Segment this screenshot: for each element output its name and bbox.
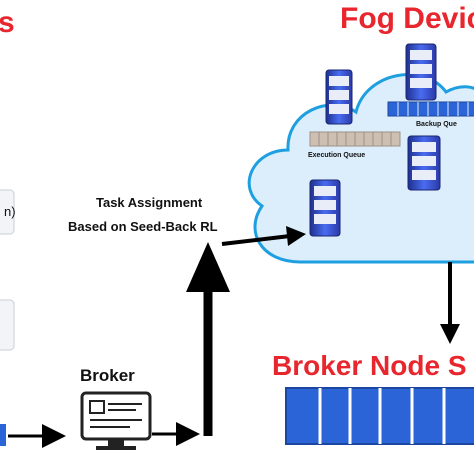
left-title-fragment: s (0, 6, 15, 39)
backup-queue-label: Backup Que (416, 121, 457, 128)
left-device-label: n) (4, 204, 16, 219)
fog-cloud (247, 73, 474, 264)
server-icon (405, 43, 437, 101)
arrow-icon (221, 226, 306, 246)
fog-devices-title: Fog Devic (340, 2, 474, 35)
server-icon (407, 135, 441, 191)
left-device-blue (0, 424, 6, 446)
broker-node-storage (285, 387, 474, 445)
arrow-icon (440, 262, 460, 344)
server-icon (325, 69, 353, 125)
broker-label: Broker (80, 366, 135, 385)
backup-queue (387, 101, 474, 117)
broker-node-title: Broker Node S (272, 350, 467, 381)
task-assignment-line2: Based on Seed-Back RL (68, 219, 218, 234)
monitor-icon (80, 391, 152, 450)
execution-queue (309, 131, 401, 147)
left-device-box-2 (0, 299, 15, 351)
execution-queue-label: Execution Queue (308, 152, 366, 159)
left-device-box-1 (0, 189, 15, 235)
arrow-icon (186, 242, 230, 436)
server-icon (309, 179, 341, 237)
task-assignment-line1: Task Assignment (96, 195, 203, 210)
